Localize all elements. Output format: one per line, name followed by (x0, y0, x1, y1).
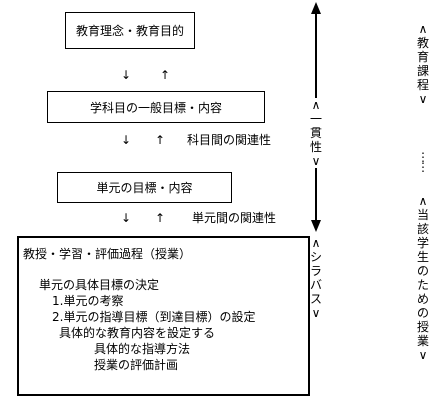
general-goals-label: 学科目の一般目標・内容 (89, 100, 222, 115)
between-units-label: 単元間の関連性 (192, 211, 277, 225)
teaching-process-box: 教授・学習・評価過程（授業） 単元の具体目標の決定 1.単元の考察 2.単元の指… (17, 236, 310, 396)
process-line-6: 授業の評価計画 (94, 358, 179, 372)
syllabus-label: ∧シラバス∨ (309, 236, 322, 320)
process-line-3: 2.単元の指導目標（到達目標）の設定 (52, 310, 256, 324)
up-arrow-3: ↑ (155, 211, 166, 225)
philosophy-box: 教育理念・教育目的 (65, 12, 195, 49)
process-title: 教授・学習・評価過程（授業） (23, 247, 192, 261)
process-line-2: 1.単元の考察 (52, 294, 124, 308)
down-arrow-2: ↓ (121, 133, 132, 147)
philosophy-label: 教育理念・教育目的 (75, 24, 184, 38)
down-arrow-3: ↓ (121, 211, 132, 225)
process-line-5: 具体的な指導方法 (94, 342, 191, 356)
students-class-label: ∧当該学生のための授業∨ (416, 194, 429, 362)
unit-goals-label: 単元の目標・内容 (96, 181, 193, 195)
unit-goals-box: 単元の目標・内容 (57, 172, 232, 203)
curriculum-label: ∧教育課程∨ (416, 22, 429, 106)
dots-label: ⋮⋮ (417, 150, 429, 174)
process-line-1: 単元の具体目標の決定 (39, 278, 160, 292)
consistency-label: ∧一貫性∨ (309, 98, 323, 168)
between-subjects-label: 科目間の関連性 (187, 133, 272, 147)
general-goals-box: 学科目の一般目標・内容 (47, 91, 265, 123)
down-arrow-1: ↓ (121, 68, 132, 82)
up-arrow-2: ↑ (155, 133, 166, 147)
process-line-4: 具体的な教育内容を設定する (59, 326, 216, 340)
up-arrow-1: ↑ (160, 68, 171, 82)
